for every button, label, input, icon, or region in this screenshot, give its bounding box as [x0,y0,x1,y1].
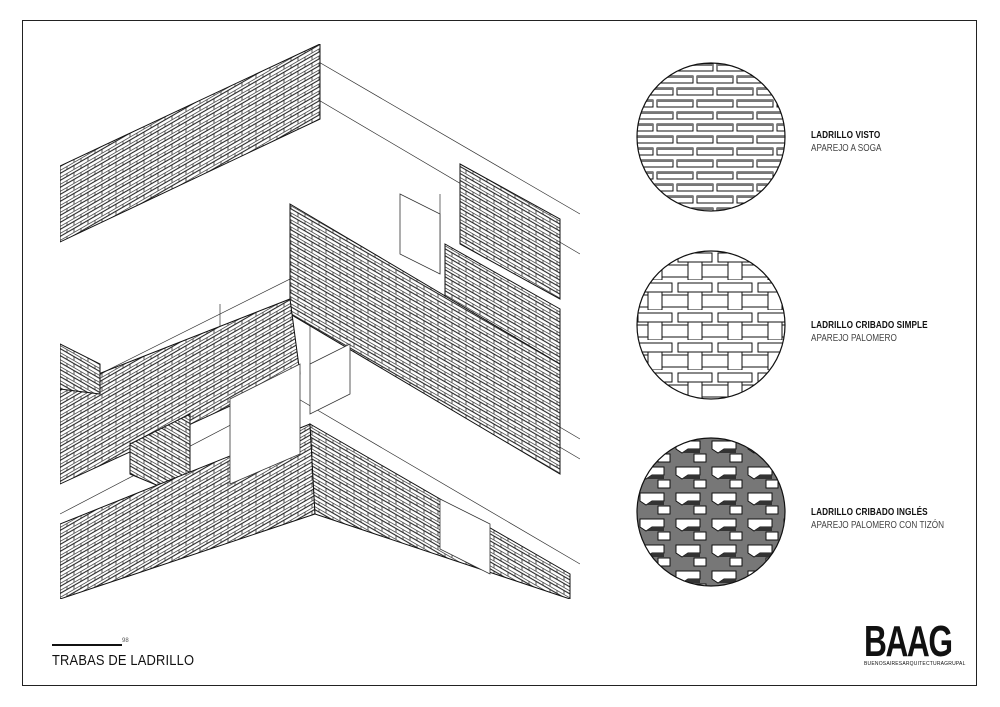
pattern-title: LADRILLO CRIBADO INGLÉS [811,507,928,518]
logo-subtitle: BUENOSAIRESARQUITECTURAGRUPAL [864,661,966,667]
baag-logo: BAAG BUENOSAIRESARQUITECTURAGRUPAL [864,617,986,668]
pattern-subtitle: APAREJO PALOMERO CON TIZÓN [811,520,945,531]
open-bond-header-pattern [636,437,786,587]
sheet-number: 98 [122,638,129,644]
pattern-caption-3: LADRILLO CRIBADO INGLÉS APAREJO PALOMERO… [811,507,973,531]
top-wall-left [60,44,321,243]
pattern-subtitle: APAREJO A SOGA [811,143,882,154]
open-bond-pattern [636,250,786,400]
running-bond-pattern [636,62,786,212]
drawing-sheet [22,20,977,686]
pattern-caption-2: LADRILLO CRIBADO SIMPLE APAREJO PALOMERO [811,320,953,344]
logo-mark: BAAG [864,617,953,666]
pattern-subtitle: APAREJO PALOMERO [811,333,897,344]
right-column-face [459,163,561,300]
axonometric-brick-drawing [60,44,580,599]
pattern-title: LADRILLO VISTO [811,130,881,141]
sheet-title: TRABAS DE LADRILLO [52,652,195,669]
middle-screen-wall [289,203,561,475]
pattern-title: LADRILLO CRIBADO SIMPLE [811,320,928,331]
title-rule [52,644,122,646]
pattern-caption-1: LADRILLO VISTO APAREJO A SOGA [811,130,897,154]
